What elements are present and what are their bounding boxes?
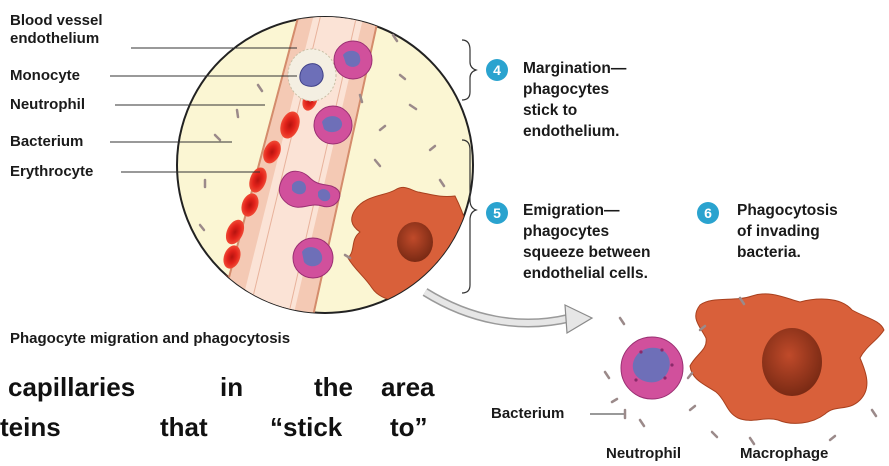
inset-neutrophil bbox=[621, 337, 683, 399]
label-erythrocyte: Erythrocyte bbox=[10, 163, 93, 181]
magnified-view bbox=[177, 10, 473, 330]
figure-caption: Phagocyte migration and phagocytosis bbox=[10, 330, 290, 347]
inset-label-neutrophil: Neutrophil bbox=[606, 445, 681, 463]
label-monocyte: Monocyte bbox=[10, 67, 80, 85]
step-4-text: Margination— phagocytes stick to endothe… bbox=[523, 58, 626, 142]
step-5-text: Emigration— phagocytes squeeze between e… bbox=[523, 200, 651, 284]
inset-label-macrophage: Macrophage bbox=[740, 445, 828, 463]
label-neutrophil: Neutrophil bbox=[10, 96, 85, 114]
step-6-badge: 6 bbox=[697, 202, 719, 224]
step-4-badge: 4 bbox=[486, 59, 508, 81]
label-bacterium: Bacterium bbox=[10, 133, 83, 151]
inset-label-bacterium: Bacterium bbox=[491, 405, 564, 423]
label-blood-vessel: Blood vessel endothelium bbox=[10, 12, 103, 48]
step-5-badge: 5 bbox=[486, 202, 508, 224]
monocyte-cell bbox=[288, 49, 336, 101]
arrow-head bbox=[565, 305, 592, 333]
inset-macrophage bbox=[690, 294, 884, 424]
step-6-text: Phagocytosis of invading bacteria. bbox=[737, 200, 838, 263]
